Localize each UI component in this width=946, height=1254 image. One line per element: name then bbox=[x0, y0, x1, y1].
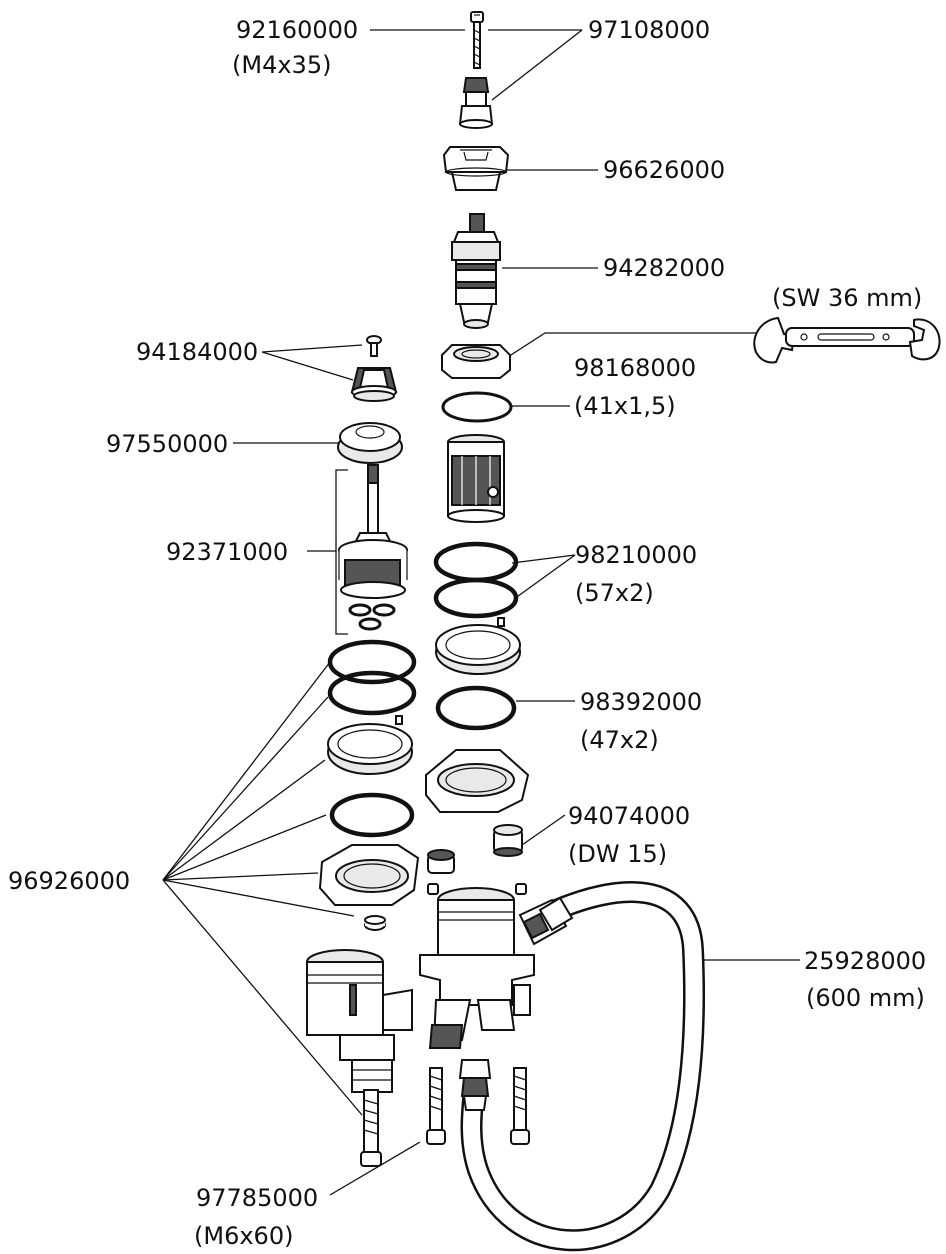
part-size-98392000: (47x2) bbox=[580, 726, 659, 754]
o-ring-icon bbox=[433, 541, 519, 583]
hose-icon bbox=[458, 881, 706, 1252]
hex-nut bbox=[441, 344, 511, 379]
part-size-97785000: (M6x60) bbox=[194, 1222, 293, 1250]
o-ring-icon bbox=[433, 577, 519, 619]
thermostatic-cartridge bbox=[451, 213, 501, 329]
mounting-flange bbox=[318, 844, 420, 906]
screw-icon bbox=[470, 11, 484, 69]
part-number-97108000: 97108000 bbox=[588, 16, 710, 44]
part-number-94184000: 94184000 bbox=[136, 338, 258, 366]
diverter-spindle bbox=[338, 464, 408, 599]
screw-icon bbox=[360, 1089, 382, 1167]
handle-adapter bbox=[350, 367, 398, 402]
valve-body bbox=[419, 883, 535, 1049]
o-ring-icon bbox=[329, 792, 415, 838]
part-number-97785000: 97785000 bbox=[196, 1184, 318, 1212]
check-valve bbox=[427, 849, 455, 874]
part-number-98210000: 98210000 bbox=[575, 541, 697, 569]
part-size-92160000: (M4x35) bbox=[232, 51, 331, 79]
part-size-94074000: (DW 15) bbox=[568, 840, 667, 868]
o-ring-icon bbox=[441, 391, 513, 423]
o-ring-icon bbox=[327, 670, 417, 716]
valve-body bbox=[306, 949, 413, 1093]
cartridge-cap bbox=[442, 146, 510, 191]
o-ring-icon bbox=[327, 639, 417, 685]
o-ring-icon bbox=[435, 685, 517, 731]
o-ring-icon bbox=[348, 603, 396, 631]
retaining-ring bbox=[435, 617, 521, 675]
filter-sleeve bbox=[447, 434, 505, 523]
part-number-94074000: 94074000 bbox=[568, 802, 690, 830]
screw-icon bbox=[426, 1067, 446, 1145]
part-size-25928000: (600 mm) bbox=[806, 984, 925, 1012]
part-number-98392000: 98392000 bbox=[580, 688, 702, 716]
wrench-size-label: (SW 36 mm) bbox=[772, 284, 922, 312]
part-number-98168000: 98168000 bbox=[574, 354, 696, 382]
check-valve bbox=[493, 824, 523, 857]
part-number-92160000: 92160000 bbox=[236, 16, 358, 44]
part-size-98210000: (57x2) bbox=[575, 579, 654, 607]
part-number-94282000: 94282000 bbox=[603, 254, 725, 282]
mounting-flange bbox=[425, 749, 530, 813]
part-number-92371000: 92371000 bbox=[166, 538, 288, 566]
screw-icon bbox=[366, 335, 382, 357]
adapter-flange bbox=[337, 422, 403, 464]
part-number-96626000: 96626000 bbox=[603, 156, 725, 184]
leader-lines bbox=[162, 29, 800, 1196]
part-number-97550000: 97550000 bbox=[106, 430, 228, 458]
part-number-96926000: 96926000 bbox=[8, 867, 130, 895]
screw-icon bbox=[510, 1067, 530, 1145]
retaining-ring bbox=[327, 715, 413, 775]
part-size-98168000: (41x1,5) bbox=[574, 392, 676, 420]
spindle-adapter bbox=[458, 77, 494, 129]
part-labels: 92160000 (M4x35) 97108000 96626000 94282… bbox=[8, 16, 926, 1250]
part-number-25928000: 25928000 bbox=[804, 947, 926, 975]
cap-plug bbox=[364, 915, 386, 931]
wrench-icon bbox=[753, 316, 941, 364]
